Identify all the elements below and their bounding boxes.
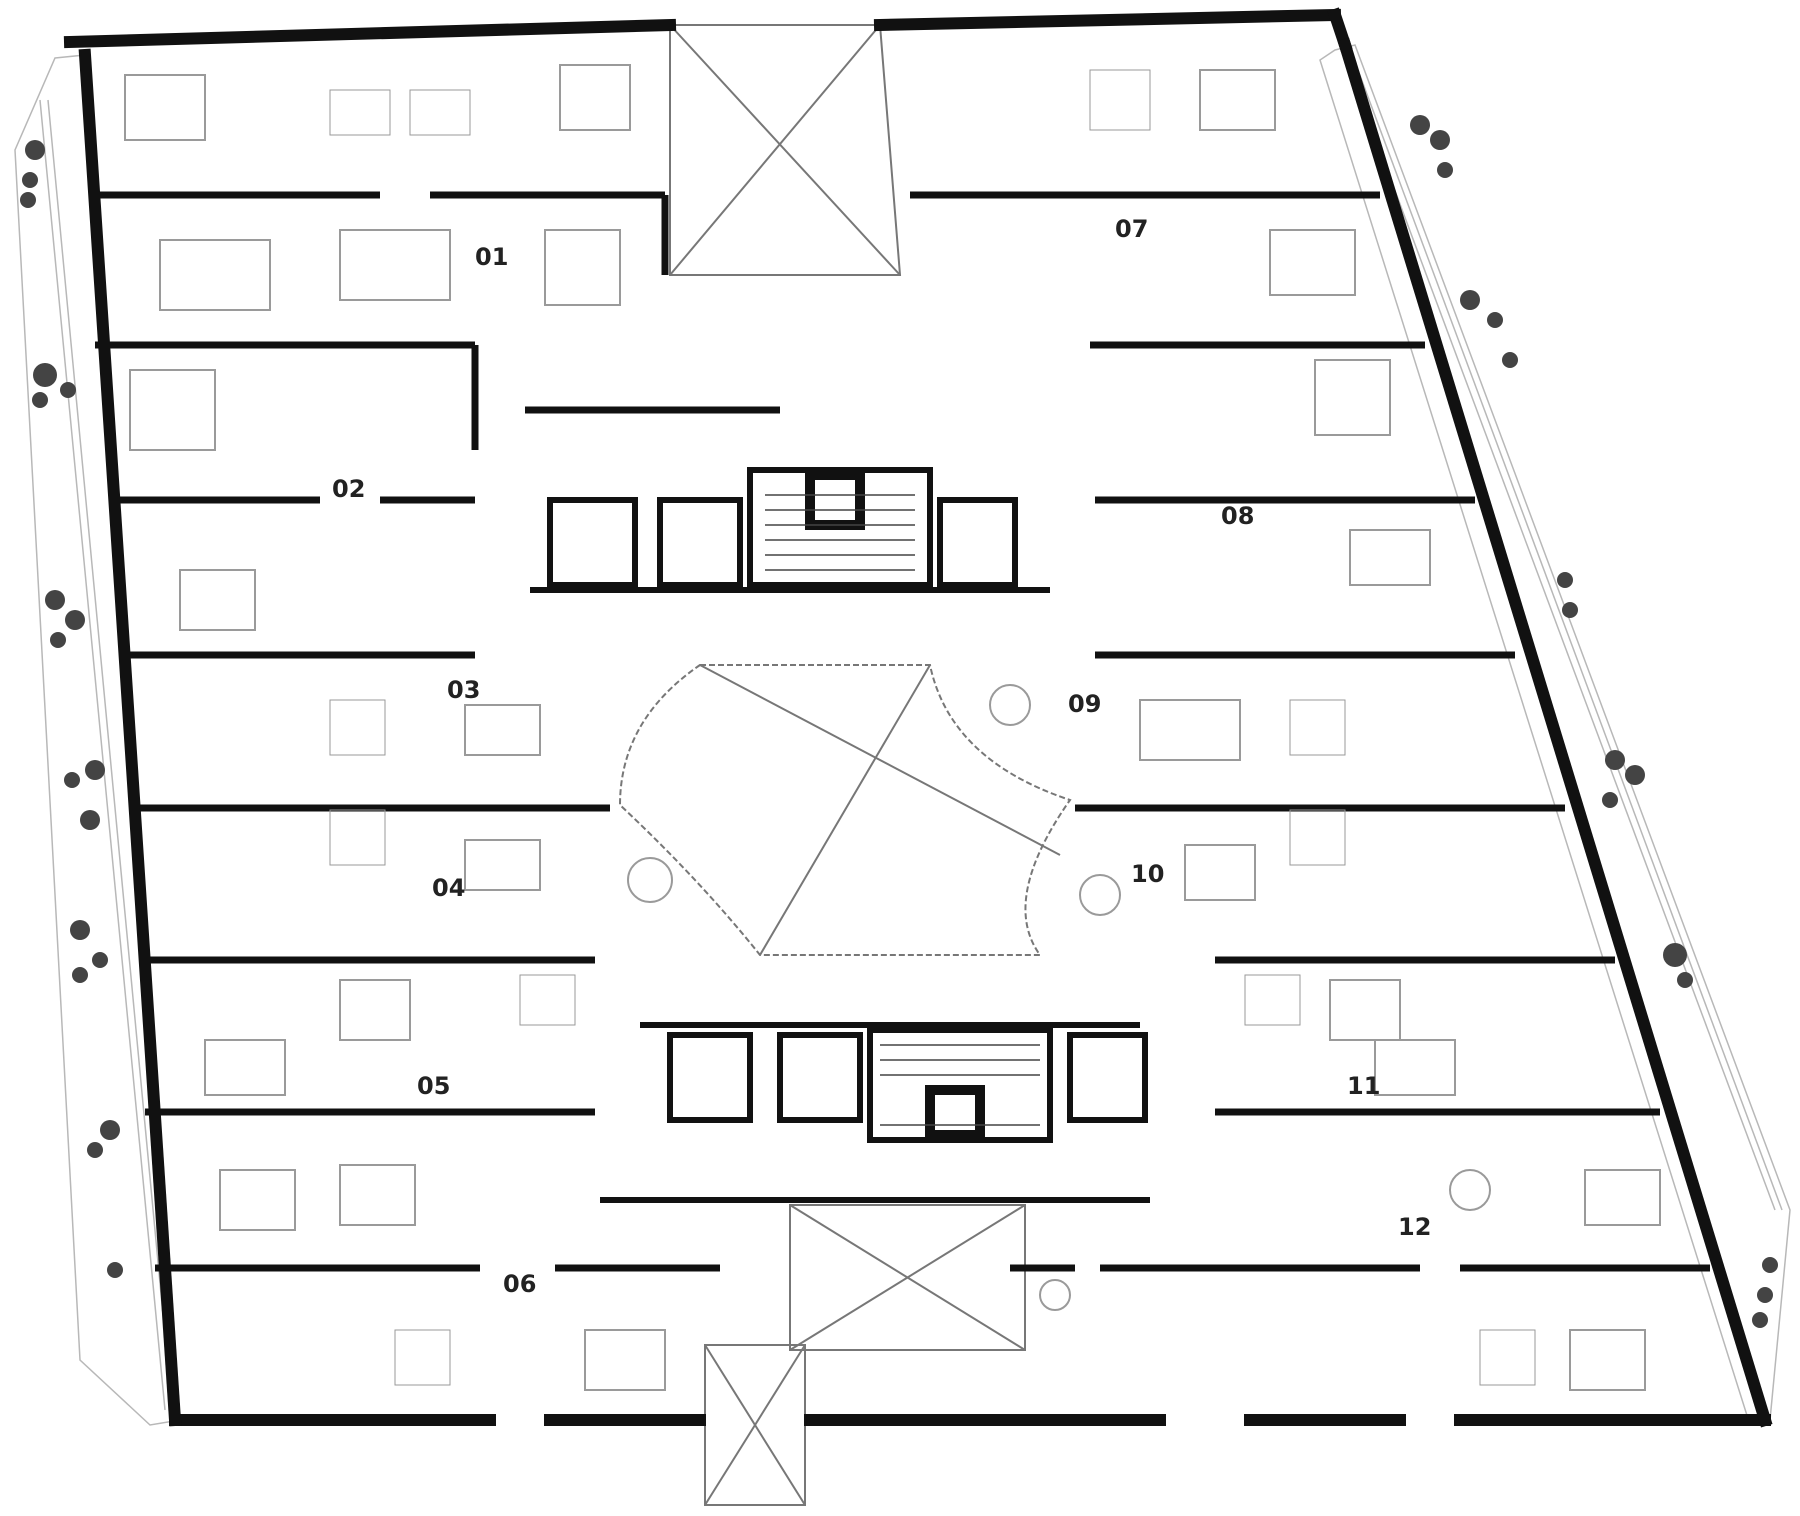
bottom-void <box>704 1204 1026 1506</box>
unit-label-03: 03 <box>447 676 481 704</box>
central-void <box>618 664 1072 956</box>
south-core <box>600 1022 1150 1203</box>
unit-label-02: 02 <box>332 475 366 503</box>
top-left-void <box>669 24 902 276</box>
party-walls <box>90 191 1710 1272</box>
unit-label-05: 05 <box>417 1072 451 1100</box>
unit-label-12: 12 <box>1398 1213 1432 1241</box>
north-core <box>530 467 1050 593</box>
unit-label-08: 08 <box>1221 502 1255 530</box>
unit-label-10: 10 <box>1131 860 1165 888</box>
unit-label-01: 01 <box>475 243 509 271</box>
unit-label-11: 11 <box>1347 1072 1381 1100</box>
unit-label-07: 07 <box>1115 215 1149 243</box>
exterior-walls <box>63 7 1773 1428</box>
trees <box>20 115 1778 1328</box>
unit-label-09: 09 <box>1068 690 1102 718</box>
stairs <box>765 494 1040 1126</box>
bathrooms <box>329 69 1536 1386</box>
unit-label-06: 06 <box>503 1270 537 1298</box>
furniture <box>124 64 1661 1391</box>
unit-label-04: 04 <box>432 874 466 902</box>
